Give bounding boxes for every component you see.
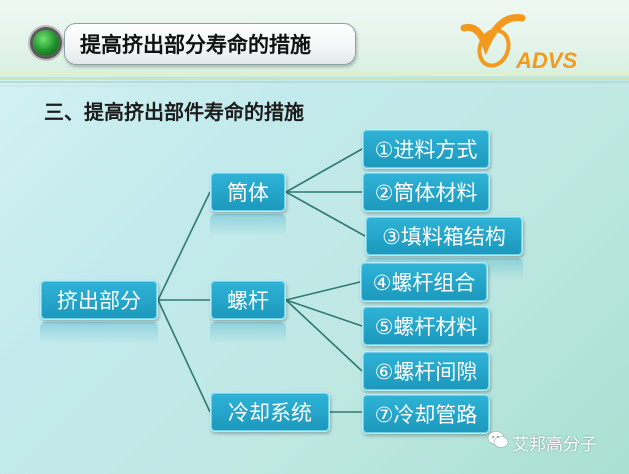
branch-node-luogan: 螺杆 [210, 280, 286, 320]
branch-node-tongti: 筒体 [210, 172, 286, 212]
branch-label: 螺杆 [227, 289, 269, 313]
reflection [210, 322, 286, 344]
leaf-label: ③填料箱结构 [382, 225, 506, 249]
branch-node-cooling: 冷却系统 [210, 392, 330, 432]
leaf-label: ①进料方式 [374, 138, 478, 162]
leaf-node: ①进料方式 [362, 129, 490, 169]
leaf-label: ④螺杆组合 [372, 271, 476, 295]
leaf-label: ⑤螺杆材料 [374, 315, 478, 339]
connector-b1-leaf3 [285, 191, 366, 237]
reflection [40, 322, 158, 344]
connector-b2-leaf5 [285, 299, 363, 327]
connector-root-branch3 [157, 299, 211, 413]
branch-label: 冷却系统 [228, 401, 312, 425]
branch-label: 筒体 [227, 181, 269, 205]
leaf-node: ⑦冷却管路 [362, 394, 490, 434]
page-title: 提高挤出部分寿命的措施 [80, 33, 311, 57]
title-bullet-icon [33, 30, 59, 56]
leaf-node: ⑤螺杆材料 [362, 306, 490, 346]
section-heading: 三、提高挤出部件寿命的措施 [44, 100, 304, 124]
header-stripes [0, 72, 629, 87]
leaf-node: ②筒体材料 [362, 172, 490, 212]
leaf-label: ⑦冷却管路 [374, 403, 478, 427]
leaf-label: ②筒体材料 [374, 181, 478, 205]
tree-root-node: 挤出部分 [40, 280, 158, 320]
logo-text: ADVS [515, 48, 577, 72]
reflection [210, 214, 286, 236]
tree-root-label: 挤出部分 [57, 289, 141, 313]
connector-b2-leaf4 [285, 281, 361, 301]
connector-b2-leaf6 [285, 299, 363, 372]
leaf-node: ③填料箱结构 [365, 216, 523, 256]
title-banner [64, 23, 356, 65]
leaf-node: ④螺杆组合 [360, 262, 488, 302]
connector-root-branch1 [157, 191, 211, 301]
advs-logo-icon: ADVS [460, 14, 577, 72]
leaf-label: ⑥螺杆间隙 [374, 360, 478, 384]
wechat-icon [487, 431, 509, 448]
watermark-text: 艾邦高分子 [512, 435, 597, 455]
connector-b1-leaf1 [285, 148, 363, 193]
leaf-node: ⑥螺杆间隙 [362, 351, 490, 391]
